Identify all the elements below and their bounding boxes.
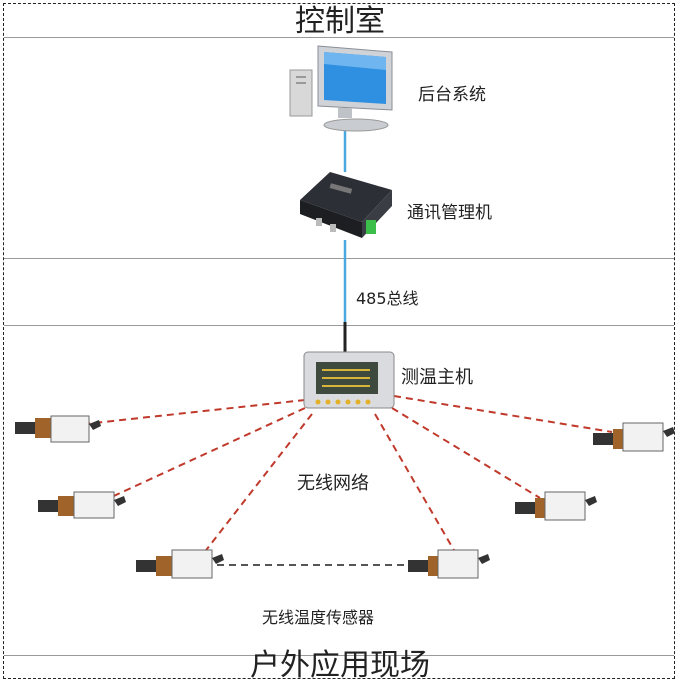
section-title-field: 户外应用现场 [250,648,430,683]
wireless-link-1 [84,399,306,425]
wireless-sensor-icon [38,491,126,519]
wireless-links [84,395,613,559]
section-title-control-room: 控制室 [295,4,385,39]
wireless-sensor-icon [593,422,675,452]
label-sensors: 无线温度传感器 [262,608,375,627]
wireless-link-2 [104,407,306,501]
label-485-bus: 485总线 [356,289,419,308]
divider-bottom [4,655,674,656]
desktop-computer-icon [289,45,393,132]
label-wireless-network: 无线网络 [297,473,369,494]
temperature-host-icon [303,322,395,409]
communication-gateway-icon [300,172,392,238]
wireless-link-6 [393,395,613,433]
divider-top [4,37,674,38]
wireless-sensor-icon [408,549,490,579]
wireless-link-4 [374,413,456,553]
diagram-frame [3,3,675,679]
divider-control-room [4,258,674,259]
wireless-sensor-icon [136,549,224,579]
label-comm-manager: 通讯管理机 [407,203,492,223]
wireless-link-3 [199,413,313,559]
label-host: 测温主机 [401,367,473,388]
label-backend: 后台系统 [418,85,486,105]
wireless-sensor-icon [15,415,101,443]
divider-field [4,325,674,326]
wireless-sensor-icon [515,491,597,521]
wireless-link-5 [391,407,541,499]
